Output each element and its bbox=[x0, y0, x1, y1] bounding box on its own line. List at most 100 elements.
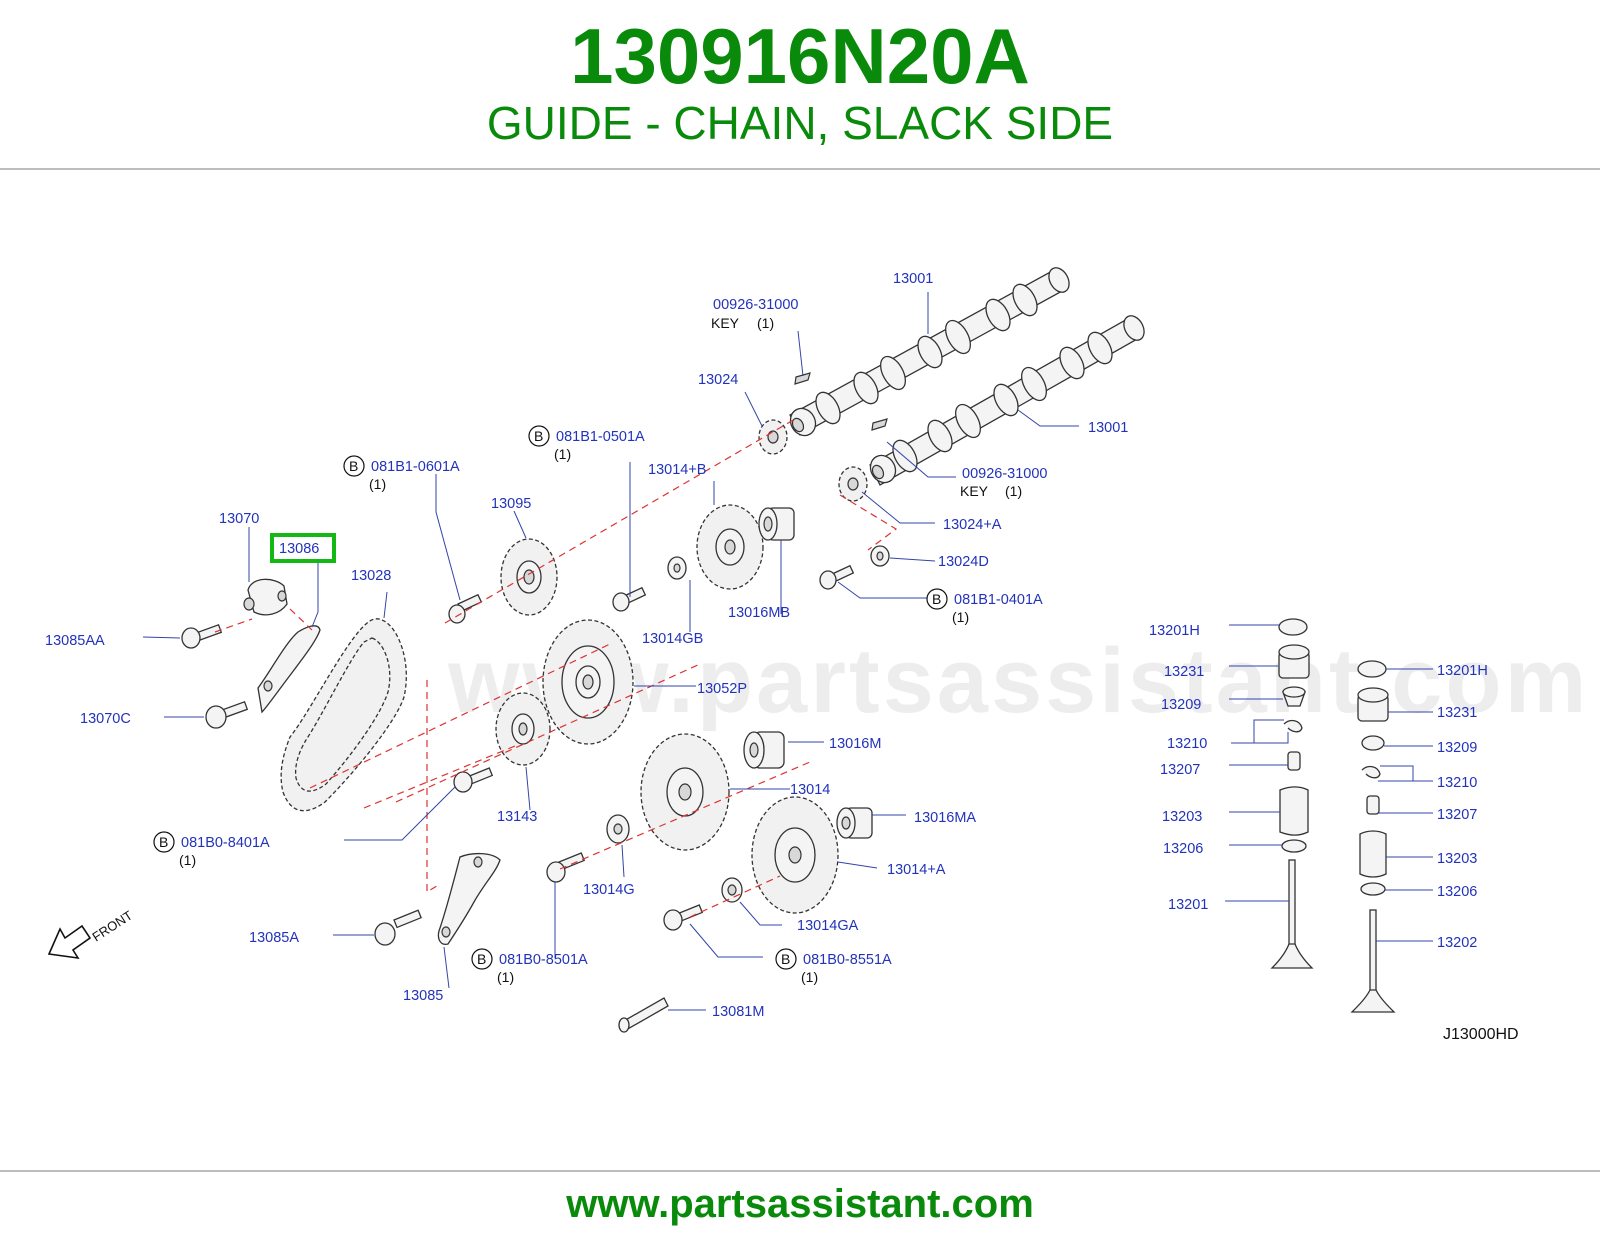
callout-13231[interactable]: 13231 bbox=[1437, 705, 1477, 721]
leader-lines bbox=[142, 292, 1433, 1011]
callout-13231[interactable]: 13231 bbox=[1164, 664, 1204, 680]
dash-line-cam-upper bbox=[444, 418, 796, 624]
callout-13014[interactable]: 13014 bbox=[790, 782, 830, 798]
callout-13207[interactable]: 13207 bbox=[1437, 807, 1477, 823]
callout-081b1-0501a[interactable]: 081B1-0501A bbox=[556, 429, 645, 445]
callout-key: KEY bbox=[960, 483, 989, 499]
timing-chain-13028 bbox=[280, 618, 407, 812]
chain-guide-13085 bbox=[437, 852, 501, 945]
callout-081b0-8401a[interactable]: 081B0-8401A bbox=[181, 835, 270, 851]
part-name-subtitle: GUIDE - CHAIN, SLACK SIDE bbox=[486, 97, 1114, 149]
callout-13085[interactable]: 13085 bbox=[403, 988, 443, 1004]
callout-13209[interactable]: 13209 bbox=[1161, 697, 1201, 713]
callout-13052p[interactable]: 13052P bbox=[697, 681, 747, 697]
callout-081b1-0601a[interactable]: 081B1-0601A bbox=[371, 459, 460, 475]
callout-13070c[interactable]: 13070C bbox=[80, 711, 131, 727]
callout-081b1-0401a[interactable]: 081B1-0401A bbox=[954, 592, 1043, 608]
callout-13014-b[interactable]: 13014+B bbox=[648, 462, 706, 478]
callout-13024[interactable]: 13024 bbox=[698, 372, 738, 388]
callout-13081m[interactable]: 13081M bbox=[712, 1004, 764, 1020]
callout-13203[interactable]: 13203 bbox=[1162, 809, 1202, 825]
callout-13210[interactable]: 13210 bbox=[1167, 736, 1207, 752]
callout-quantity: (1) bbox=[952, 609, 969, 625]
footer-website-link[interactable]: www.partsassistant.com bbox=[566, 1182, 1034, 1226]
callout-081b0-8551a[interactable]: 081B0-8551A bbox=[803, 952, 892, 968]
callout-13085aa[interactable]: 13085AA bbox=[45, 633, 105, 649]
callout-13095[interactable]: 13095 bbox=[491, 496, 531, 512]
gear-13014-a bbox=[751, 796, 839, 914]
camshaft-upper bbox=[789, 267, 1070, 437]
sprocket-13024-a bbox=[838, 466, 868, 502]
washer-13014gb bbox=[667, 556, 687, 580]
bolt-mark-b: B bbox=[781, 951, 790, 967]
bolt-081b1-0601a bbox=[448, 593, 483, 624]
callout-081b0-8501a[interactable]: 081B0-8501A bbox=[499, 952, 588, 968]
dash-line-gear-a bbox=[559, 761, 811, 870]
callout-13201[interactable]: 13201 bbox=[1168, 897, 1208, 913]
sprocket-13143 bbox=[495, 692, 551, 766]
callout-13028[interactable]: 13028 bbox=[351, 568, 391, 584]
callout-13206[interactable]: 13206 bbox=[1437, 884, 1477, 900]
callout-13001[interactable]: 13001 bbox=[1088, 420, 1128, 436]
bolt-081b0-8501a bbox=[546, 852, 586, 883]
bolt-mark-b: B bbox=[932, 591, 941, 607]
front-direction-indicator: FRONT bbox=[47, 908, 135, 960]
valve-train-right bbox=[1350, 660, 1396, 1013]
woodruff-key-lower bbox=[871, 418, 888, 431]
bolt-mark-circles bbox=[153, 425, 948, 970]
callout-13016mb[interactable]: 13016MB bbox=[728, 605, 790, 621]
sprocket-13052p bbox=[542, 619, 634, 745]
front-label: FRONT bbox=[89, 908, 135, 945]
washer-13014ga bbox=[721, 877, 743, 903]
camshaft-lower bbox=[869, 315, 1145, 486]
callout-13014ga[interactable]: 13014GA bbox=[797, 918, 859, 934]
callout-13201h[interactable]: 13201H bbox=[1149, 623, 1200, 639]
callout-13202[interactable]: 13202 bbox=[1437, 935, 1477, 951]
bolt-mark-b: B bbox=[477, 951, 486, 967]
bolt-13085aa bbox=[181, 623, 223, 649]
callout-00926-31000[interactable]: 00926-31000 bbox=[962, 466, 1047, 482]
callout-quantity: (1) bbox=[369, 476, 386, 492]
diagram-code: J13000HD bbox=[1443, 1026, 1519, 1043]
tensioner-13070 bbox=[243, 578, 288, 616]
callout-13207[interactable]: 13207 bbox=[1160, 762, 1200, 778]
callout-13209[interactable]: 13209 bbox=[1437, 740, 1477, 756]
footer-divider bbox=[0, 1170, 1600, 1172]
gear-13014-b bbox=[696, 504, 764, 590]
callout-00926-31000[interactable]: 00926-31000 bbox=[713, 297, 798, 313]
callout-13085a[interactable]: 13085A bbox=[249, 930, 299, 946]
parts-diagram: www.partsassistant.com bbox=[45, 267, 1589, 1043]
hub-13016ma bbox=[836, 807, 873, 839]
highlight-box bbox=[270, 533, 336, 563]
part-number-title: 130916N20A bbox=[570, 12, 1030, 100]
washer-13014g bbox=[606, 814, 630, 844]
callout-13210[interactable]: 13210 bbox=[1437, 775, 1477, 791]
callout-13014-a[interactable]: 13014+A bbox=[887, 862, 946, 878]
callout-13014g[interactable]: 13014G bbox=[583, 882, 635, 898]
bolt-mark-b: B bbox=[349, 458, 358, 474]
callout-13016m[interactable]: 13016M bbox=[829, 736, 881, 752]
hub-13016mb bbox=[758, 507, 795, 541]
pin-13081m bbox=[618, 997, 669, 1033]
callout-13070[interactable]: 13070 bbox=[219, 511, 259, 527]
front-arrow-icon bbox=[47, 924, 92, 960]
callout-13201h[interactable]: 13201H bbox=[1437, 663, 1488, 679]
watermark-text: www.partsassistant.com bbox=[447, 630, 1589, 732]
dash-line-cam-lower bbox=[839, 494, 898, 551]
callout-13024-a[interactable]: 13024+A bbox=[943, 517, 1002, 533]
callout-13016ma[interactable]: 13016MA bbox=[914, 810, 976, 826]
callout-13014gb[interactable]: 13014GB bbox=[642, 631, 703, 647]
callout-13203[interactable]: 13203 bbox=[1437, 851, 1477, 867]
chain-guide-slack-side-13086 bbox=[257, 625, 321, 714]
dash-line-frame-bottom bbox=[363, 745, 516, 809]
dash-line-tensioner bbox=[214, 608, 313, 633]
callout-13024d[interactable]: 13024D bbox=[938, 554, 989, 570]
callout-quantity: (1) bbox=[497, 969, 514, 985]
callout-13143[interactable]: 13143 bbox=[497, 809, 537, 825]
gear-13014 bbox=[640, 733, 730, 851]
callout-13086[interactable]: 13086 bbox=[279, 541, 319, 557]
callout-13206[interactable]: 13206 bbox=[1163, 841, 1203, 857]
callout-quantity: (1) bbox=[179, 852, 196, 868]
bolt-081b0-8401a bbox=[453, 767, 494, 793]
callout-13001[interactable]: 13001 bbox=[893, 271, 933, 287]
